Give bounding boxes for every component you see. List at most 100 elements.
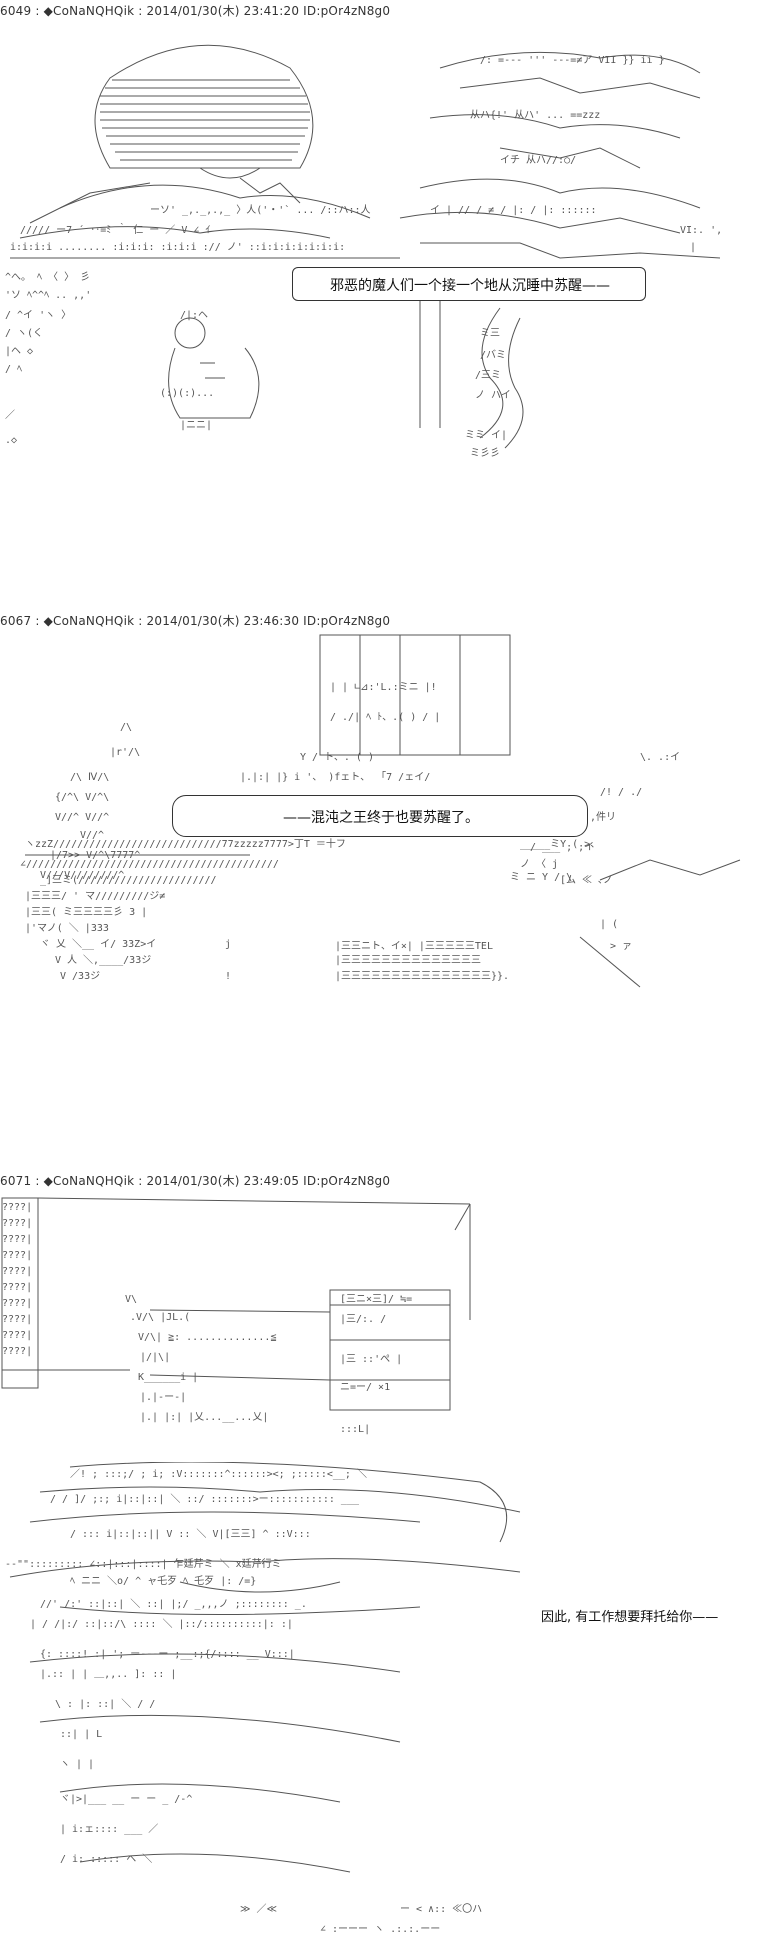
svg-text:ミ ニ Y / \: ミ ニ Y / \ [510,872,572,883]
svg-text:|.|-ー-|: |.|-ー-| [140,1392,186,1403]
svg-text:V /33ジ: V /33ジ [60,971,100,982]
svg-text:V\: V\ [125,1294,137,1305]
svg-text:????|: ????| [2,1314,32,1325]
svg-text:> ァ: > ァ [610,941,632,952]
svg-text:ミ彡彡: ミ彡彡 [470,448,500,458]
svg-text:????|: ????| [2,1234,32,1245]
svg-text:_]三ミ(///////////////////////: _]三ミ(/////////////////////// [40,875,217,886]
ascii-art-lord: ／! ; :::;/ ; i; :V:::::::^::::::><; ;:::… [0,1462,760,1941]
svg-text:--""::::::::: ∠::|:::|::::| 乍: --""::::::::: ∠::|:::|::::| 乍廷芹ミ ＼ x廷芹行ミ [5,1557,282,1570]
svg-text:.V/\ |JL.(: .V/\ |JL.( [130,1312,190,1323]
post-6071: 6071 : ◆CoNaNQHQik : 2014/01/30(木) 23:49… [0,1172,760,1941]
dragon-figure: /: =--- ''' ---=≠ア VII }} ii } 从ハ{!' 从ハ'… [399,51,722,259]
svg-text:!: ! [225,971,231,982]
svg-text:(:)(:)...: (:)(:)... [160,388,214,399]
svg-text:V/\| ≧: ..............≦: V/\| ≧: ..............≦ [138,1332,276,1343]
svg-text:^へ。 ﾍ 〈 〉 彡: ^へ。 ﾍ 〈 〉 彡 [5,271,90,283]
post-6049: 6049 : ◆CoNaNQHQik : 2014/01/30(木) 23:41… [0,0,760,470]
svg-text:| / /|:/ ::|::/\ :::: ＼: | / /|:/ ::|::/\ :::: ＼ |::/::::::::::|:… [30,1618,293,1630]
svg-text:/\ Ⅳ/\: /\ Ⅳ/\ [70,772,109,783]
svg-text:{: ::::! :| '; ー---ー ;__:;{/:: {: ::::! :| '; ー---ー ;__:;{/:::: __ V:::… [40,1649,295,1660]
svg-text:/|:ヘ: /|:ヘ [180,310,208,321]
stacked-left-pillars: ????| ????| ????| ????| ????| ????| ????… [1,1197,471,1389]
svg-text:|三三ニト、イ×| |三三三三三TEL: |三三ニト、イ×| |三三三三三TEL [335,941,493,952]
svg-text:/ ___ ; ;イ: / ___ ; ;イ [530,842,594,853]
svg-text:／! ; :::;/ ; i; :V:::::::^::::: ／! ; :::;/ ; i; :V:::::::^::::::><; ;:::… [70,1468,367,1480]
svg-text:|ニニ|: |ニニ| [180,420,212,431]
svg-text::::L|: :::L| [340,1424,370,1435]
lord-figure: ／! ; :::;/ ; i; :V:::::::^::::::><; ;:::… [5,1462,521,1935]
svg-text:ヽzzZ//////////////////////////: ヽzzZ////////////////////////////77zzzzz7… [25,837,346,850]
svg-text:????|: ????| [2,1346,32,1357]
svg-text:????|: ????| [2,1282,32,1293]
svg-text:{/^\ V/^\: {/^\ V/^\ [55,792,109,803]
svg-text:ーソ' _,._,.,_ 〉人('・'` ... /::ハ:: ーソ' _,._,.,_ 〉人('・'` ... /::ハ::人 [150,204,371,216]
small-creature-figures: ^へ。 ﾍ 〈 〉 彡 'ソ ﾍ^^ﾍ .. ,,' / ^イ 'ヽ 〉 / ヽ… [5,271,260,446]
svg-text:K______i |: K______i | [138,1372,198,1383]
speech-text: 邪恶的魔人们一个接一个地从沉睡中苏醒—— [301,275,639,295]
svg-text:| i:ェ:::: ___ ／: | i:ェ:::: ___ ／ [60,1823,158,1835]
serpent-figure: ミ三 /バミ /三ミ ノ ハイ ミミ イ| ミ彡彡 [419,278,524,458]
svg-text:i:i:i:i ........ :i:i:i: :i:i:: i:i:i:i ........ :i:i:i: :i:i:i :// ノ' :… [10,242,345,253]
svg-text:ノ 〈 j: ノ 〈 j [520,858,558,870]
svg-text://' /:' ::|::| ＼ ::|: //' /:' ::|::| ＼ ::| |;/ _,,,ノ ;::::::::… [40,1598,307,1610]
svg-text:/ ﾍ: / ﾍ [5,364,22,375]
svg-text:|.| |:| |乂...__...乂|: |.| |:| |乂...__...乂| [140,1412,268,1423]
svg-text:从ハ{!' 从ハ' ... ==zzz: 从ハ{!' 从ハ' ... ==zzz [470,110,600,121]
caption-text: 因此, 有工作想要拜托给你—— [541,1610,719,1625]
speech-box: 邪恶的魔人们一个接一个地从沉睡中苏醒—— [292,267,646,301]
svg-text:| | ∟⊿:'L.:ミニ |!: | | ∟⊿:'L.:ミニ |! [330,682,437,693]
svg-text:|ヘ ◇: |ヘ ◇ [5,346,33,357]
post-header: 6049 : ◆CoNaNQHQik : 2014/01/30(木) 23:41… [0,4,391,18]
svg-text:ヾ 乂 ＼__ イ/ 33Z>イ: ヾ 乂 ＼__ イ/ 33Z>イ [40,938,156,950]
svg-text:ヽ | |: ヽ | | [60,1759,94,1770]
post-header: 6067 : ◆CoNaNQHQik : 2014/01/30(木) 23:46… [0,614,391,628]
svg-text:/バミ: /バミ [480,349,506,361]
ascii-art-demons: ーソ' _,._,.,_ 〉人('・'` ... /::ハ::人 ///// ー… [0,18,760,458]
svg-text:|三三三/ ' マ/////////ジ≠: |三三三/ ' マ/////////ジ≠ [25,891,165,902]
svg-text:.◇: .◇ [5,435,17,446]
post-header: 6071 : ◆CoNaNQHQik : 2014/01/30(木) 23:49… [0,1174,391,1188]
svg-text:/ ./| ﾍ ﾄ、.( ) / |: / ./| ﾍ ﾄ、.( ) / | [330,712,440,723]
svg-text:ﾍ ニニ ＼o/ ^ ャ乇歹 ﾍ 乇歹 |: /=}: ﾍ ニニ ＼o/ ^ ャ乇歹 ﾍ 乇歹 |: /=} [70,1574,256,1587]
svg-text:????|: ????| [2,1202,32,1213]
svg-text:V///V////////^: V///V////////^ [40,870,124,881]
speech-box: ——混沌之王终于也要苏醒了。 [172,795,588,837]
svg-text:/ / ]/ ;:; i|::|::| ＼ ::/ :: / / ]/ ;:; i|::|::| ＼ ::/ :::::::>ー:::::… [50,1493,360,1505]
svg-text:V//^: V//^ [80,830,104,841]
svg-text:ミ三: ミ三 [480,328,500,339]
svg-text:|.:: | |: |.:: | | ＿,,.. ]: :: | [40,1669,176,1680]
svg-text:|'マノ( ＼ |333: |'マノ( ＼ |333 [25,922,109,934]
svg-text:_____ミY ( >、: _____ミY ( >、 [520,839,600,850]
svg-text:|三三( ミ三三三三彡 3 |: |三三( ミ三三三三彡 3 | [25,907,147,918]
svg-text:ヾ|>|___ __ ー ー _: ヾ|>|___ __ ー ー _ /-^ [60,1794,192,1805]
svg-text:|/|\|: |/|\| [140,1352,170,1363]
svg-text:|三三三三三三三三三三三三三三三}}.: |三三三三三三三三三三三三三三三}}. [335,971,509,982]
svg-text:|: | [690,242,696,253]
svg-text:ニ=ー/ ×1: ニ=ー/ ×1 [340,1382,390,1393]
gate-structure: V\ .V/\ |JL.( V/\| ≧: ..............≦ |/… [125,1289,451,1435]
svg-text:ミミ イ|: ミミ イ| [465,430,507,441]
ascii-art-chaos-lower: ヽzzZ////////////////////////////77zzzzz7… [0,827,760,997]
svg-text:[三ニ×三]/ ≒=: [三ニ×三]/ ≒= [340,1294,412,1305]
tower-figure: | | ∟⊿:'L.:ミニ |! / ./| ﾍ ﾄ、.( ) / | Y / … [300,634,511,763]
svg-text:/ i: ::::: ヘ ＼: / i: ::::: ヘ ＼ [60,1853,152,1865]
svg-text:Y / ト、. ( ): Y / ト、. ( ) [300,752,374,763]
svg-text:[ム ≪ ､ノ: [ム ≪ ､ノ [560,874,613,886]
svg-text:|三 ::'ぺ |: |三 ::'ぺ | [340,1354,402,1365]
svg-text:|三三三三三三三三三三三三三三: |三三三三三三三三三三三三三三 [335,955,481,966]
svg-text:/ ^イ 'ヽ 〉: / ^イ 'ヽ 〉 [5,309,71,321]
svg-text:V//^ V//^: V//^ V//^ [55,812,109,823]
svg-text:イチ 从ハ//:○/: イチ 从ハ//:○/ [500,154,576,166]
svg-text:/ ::: i|::|::|| V :: ＼ V|[三三]: / ::: i|::|::|| V :: ＼ V|[三三] ^ ::V::: [70,1528,311,1540]
svg-text:ー < ∧:: ≪〇ハ: ー < ∧:: ≪〇ハ [400,1903,482,1915]
svg-text:|.|:| |} i '、 )fェト、 「7 /ェ: |.|:| |} i '、 )fェト、 「7 /ェイ/ [240,771,430,783]
svg-text:／: ／ [5,409,15,421]
post-6067: 6067 : ◆CoNaNQHQik : 2014/01/30(木) 23:46… [0,612,760,988]
svg-text:????|: ????| [2,1298,32,1309]
svg-text:|三/:. /: |三/:. / [340,1314,386,1325]
svg-text:VI:. ',: VI:. ', [680,225,722,236]
svg-text:∠/////////////////////////////: ∠///////////////////////////////////////… [20,859,279,870]
svg-text:????|: ????| [2,1266,32,1277]
svg-text:/: =--- ''' ---=≠ア VII }} ii }: /: =--- ''' ---=≠ア VII }} ii } [480,55,665,66]
